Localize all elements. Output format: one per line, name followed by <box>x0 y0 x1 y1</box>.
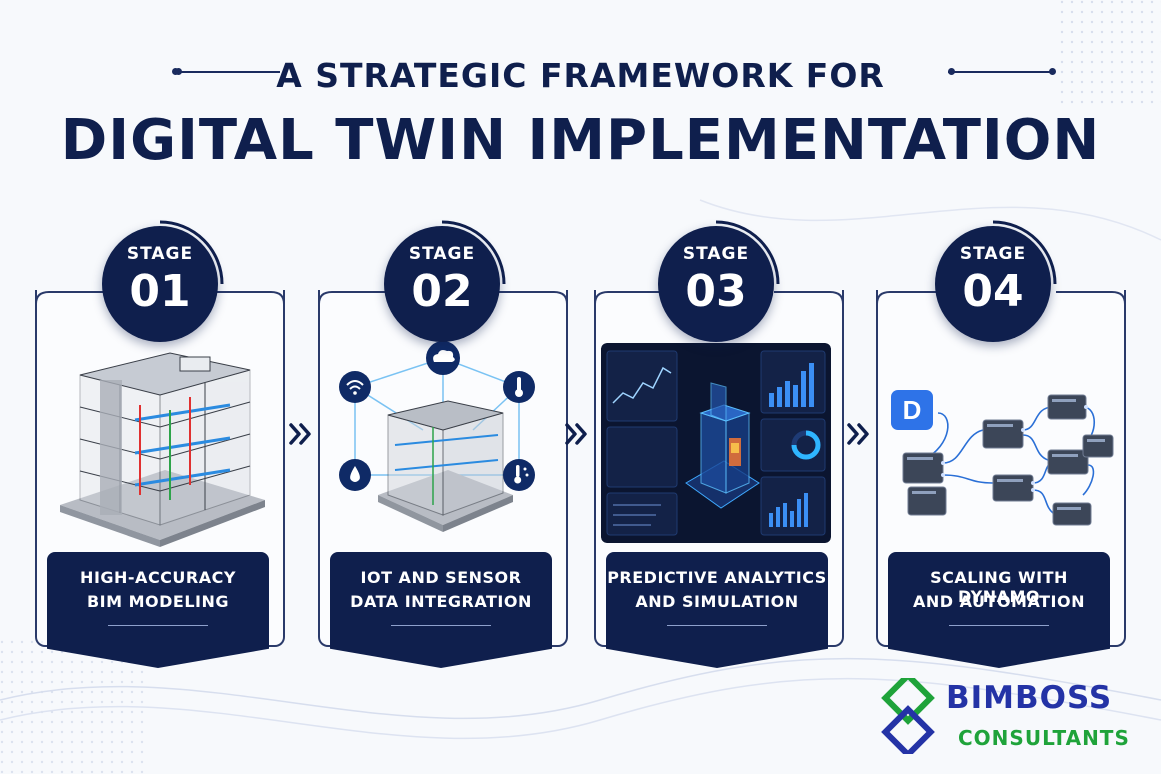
thermometer-icon <box>503 371 535 403</box>
caption-rule <box>667 625 767 626</box>
stage-label: STAGE <box>408 244 476 264</box>
dynamo-node-graph-visual: D <box>883 335 1118 550</box>
stage-label: STAGE <box>959 244 1027 264</box>
caption-line-2: BIM MODELING <box>86 592 230 611</box>
title-line-1: A STRATEGIC FRAMEWORK FOR <box>276 56 885 95</box>
caption-line-2: AND AUTOMATION <box>913 592 1085 611</box>
water-drop-icon <box>339 459 371 491</box>
stage-caption-03: PREDICTIVE ANALYTICS AND SIMULATION <box>606 552 828 644</box>
stage-badge-04: STAGE 04 <box>935 220 1057 342</box>
caption-line-2: DATA INTEGRATION <box>350 592 532 611</box>
caption-rule <box>391 625 491 626</box>
chevron-right-icon <box>847 423 869 445</box>
stage-number: 02 <box>411 266 473 317</box>
stage-number: 01 <box>129 266 191 317</box>
stage-caption-02: IOT AND SENSOR DATA INTEGRATION <box>330 552 552 644</box>
building-model-visual <box>40 335 275 550</box>
caption-line-1: HIGH-ACCURACY <box>80 568 236 587</box>
chevron-right-icon <box>289 423 311 445</box>
caption-rule <box>949 625 1049 626</box>
wifi-icon <box>339 371 371 403</box>
caption-line-1: PREDICTIVE ANALYTICS <box>607 568 827 587</box>
humidity-icon <box>503 459 535 491</box>
logo-subtitle: CONSULTANTS <box>958 726 1130 750</box>
logo-name: BIMBOSS <box>946 680 1113 716</box>
cloud-icon <box>426 341 460 375</box>
stage-label: STAGE <box>682 244 750 264</box>
caption-rule <box>108 625 208 626</box>
stage-caption-04: SCALING WITH DYNAMO AND AUTOMATION <box>888 552 1110 644</box>
stage-badge-01: STAGE 01 <box>102 220 224 342</box>
stage-number: 03 <box>685 266 747 317</box>
dynamo-logo-letter: D <box>903 395 922 425</box>
caption-line-1: IOT AND SENSOR <box>360 568 522 587</box>
dynamo-logo-icon: D <box>891 390 933 430</box>
page-title: DIGITAL TWIN IMPLEMENTATION <box>60 108 1101 173</box>
stage-label: STAGE <box>126 244 194 264</box>
title-rule-right <box>948 68 1056 75</box>
stage-badge-03: STAGE 03 <box>658 220 780 342</box>
stage-badge-02: STAGE 02 <box>384 220 506 342</box>
stage-caption-01: HIGH-ACCURACY BIM MODELING <box>47 552 269 644</box>
title-rule-left <box>172 68 280 75</box>
chevron-right-icon <box>565 423 587 445</box>
caption-line-2: AND SIMULATION <box>635 592 799 611</box>
bimboss-logo-mark <box>881 678 935 754</box>
stage-number: 04 <box>962 266 1024 317</box>
analytics-dashboard-visual <box>601 343 831 543</box>
caption-line-1: SCALING WITH DYNAMO <box>930 568 1068 606</box>
sensor-network-visual <box>323 335 558 550</box>
